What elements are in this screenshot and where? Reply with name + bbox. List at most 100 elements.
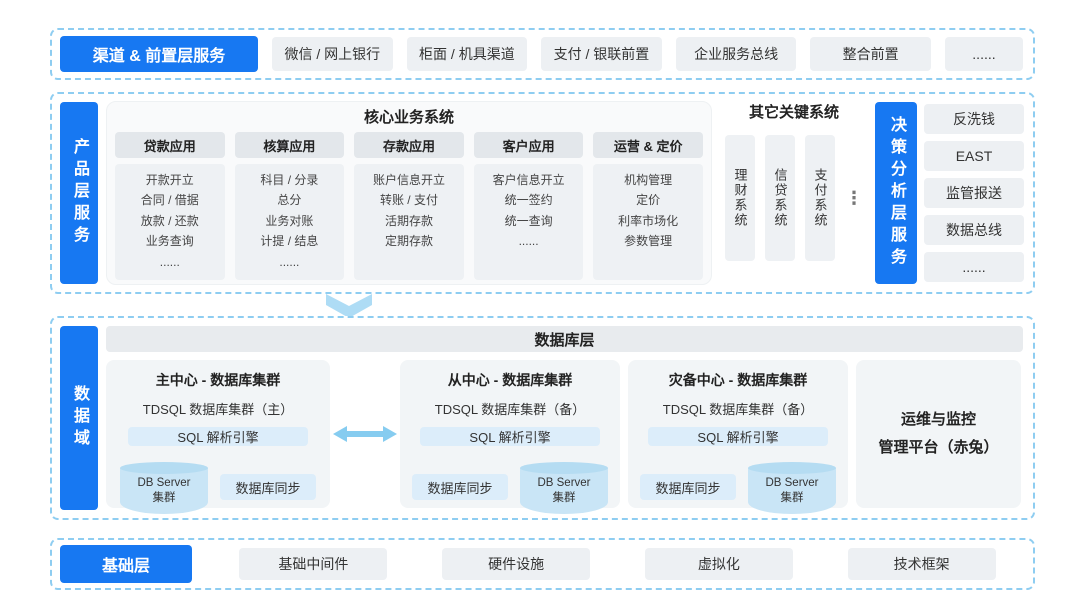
core-column-customer: 客户应用 客户信息开立 统一签约 统一查询 ......	[473, 132, 584, 280]
channel-item-payment: 支付 / 银联前置	[541, 37, 662, 71]
foundation-item-hardware: 硬件设施	[442, 548, 591, 580]
cluster-title: 从中心 - 数据库集群	[447, 372, 573, 388]
column-line: 转账 / 支付	[379, 193, 438, 208]
db-server-label: DB Server	[137, 477, 191, 490]
column-line: 业务对账	[265, 213, 314, 228]
database-clusters: 主中心 - 数据库集群 TDSQL 数据库集群（主） SQL 解析引擎 DB S…	[106, 360, 1023, 514]
decision-item-aml: 反洗钱	[924, 104, 1024, 134]
cluster-bottom-row: DB Server 集群 数据库同步	[120, 460, 316, 514]
column-line: 客户信息开立	[492, 173, 565, 187]
other-system-credit: 信贷系统	[765, 135, 795, 261]
column-line: 利率市场化	[618, 213, 679, 228]
cluster-title: 主中心 - 数据库集群	[155, 372, 281, 388]
channel-items: 微信 / 网上银行 柜面 / 机具渠道 支付 / 银联前置 企业服务总线 整合前…	[272, 37, 1023, 71]
column-body: 客户信息开立 统一签约 统一查询 ......	[473, 164, 584, 280]
column-line: 定价	[636, 193, 661, 208]
db-sync-box: 数据库同步	[640, 474, 736, 500]
column-body: 开款开立 合同 / 借据 放款 / 还款 业务查询 ......	[115, 164, 225, 280]
foundation-layer-label: 基础层	[60, 545, 192, 583]
product-layer-section: 产品层服务 核心业务系统 贷款应用 开款开立 合同 / 借据 放款 / 还款 业…	[50, 92, 1035, 294]
secondary-cluster: 从中心 - 数据库集群 TDSQL 数据库集群（备） SQL 解析引擎 数据库同…	[400, 360, 620, 514]
foundation-layer-section: 基础层 基础中间件 硬件设施 虚拟化 技术框架	[50, 538, 1035, 590]
other-system-payment: 支付系统	[805, 135, 835, 261]
db-sync-box: 数据库同步	[220, 474, 316, 500]
column-header: 贷款应用	[115, 132, 225, 158]
column-line: 活期存款	[384, 213, 433, 228]
cluster-bottom-row: 数据库同步 DB Server 集群	[640, 460, 836, 514]
column-line: ......	[279, 254, 300, 269]
channel-item-more: ......	[944, 37, 1023, 71]
ops-platform-line1: 运维与监控	[900, 410, 976, 428]
cluster-title: 灾备中心 - 数据库集群	[668, 372, 808, 388]
decision-item-more: ......	[924, 252, 1024, 282]
sql-engine-box: SQL 解析引擎	[420, 427, 600, 446]
column-line: ......	[159, 254, 180, 269]
column-line: 机构管理	[624, 173, 673, 187]
db-server-label2: 集群	[152, 492, 176, 504]
other-system-wealth: 理财系统	[725, 135, 755, 261]
double-arrow-icon	[333, 426, 397, 442]
product-layer-label: 产品层服务	[60, 102, 98, 284]
other-key-systems-group: 其它关键系统 理财系统 信贷系统 支付系统 ⋮	[718, 101, 870, 285]
db-server-cylinder-icon: DB Server 集群	[520, 462, 608, 514]
decision-item-east: EAST	[924, 141, 1024, 171]
foundation-items: 基础中间件 硬件设施 虚拟化 技术框架	[212, 548, 1023, 580]
disaster-recovery-cluster: 灾备中心 - 数据库集群 TDSQL 数据库集群（备） SQL 解析引擎 数据库…	[628, 360, 848, 514]
cluster-subtitle: TDSQL 数据库集群（备）	[662, 402, 814, 417]
db-server-cylinder-icon: DB Server 集群	[748, 462, 836, 514]
down-arrow-icon	[326, 294, 372, 318]
decision-items: 反洗钱 EAST 监管报送 数据总线 ......	[924, 104, 1024, 282]
cluster-subtitle: TDSQL 数据库集群（主）	[142, 402, 294, 417]
core-business-group: 核心业务系统 贷款应用 开款开立 合同 / 借据 放款 / 还款 业务查询 ..…	[106, 101, 712, 285]
foundation-item-middleware: 基础中间件	[239, 548, 388, 580]
core-column-deposit: 存款应用 账户信息开立 转账 / 支付 活期存款 定期存款	[354, 132, 464, 280]
foundation-item-virtualization: 虚拟化	[644, 548, 793, 580]
channel-item-esb: 企业服务总线	[675, 37, 797, 71]
data-domain-label: 数据域	[60, 326, 98, 510]
database-layer-header: 数据库层	[106, 326, 1023, 352]
column-line: 合同 / 借据	[140, 193, 199, 208]
column-header: 存款应用	[354, 132, 464, 158]
core-columns: 贷款应用 开款开立 合同 / 借据 放款 / 还款 业务查询 ...... 核算…	[115, 132, 703, 280]
vertical-ellipsis-icon: ⋮	[845, 187, 863, 208]
column-line: 参数管理	[624, 234, 673, 249]
column-header: 核算应用	[234, 132, 345, 158]
column-line: 开款开立	[145, 173, 194, 187]
column-line: 统一查询	[504, 213, 553, 228]
decision-item-databus: 数据总线	[924, 215, 1024, 245]
cluster-subtitle: TDSQL 数据库集群（备）	[434, 402, 586, 417]
sql-engine-box: SQL 解析引擎	[648, 427, 828, 446]
db-server-label2: 集群	[780, 492, 804, 504]
core-business-title: 核心业务系统	[363, 109, 454, 126]
column-line: 放款 / 还款	[140, 213, 199, 228]
channel-item-counter: 柜面 / 机具渠道	[406, 37, 528, 71]
cluster-bottom-row: 数据库同步 DB Server 集群	[412, 460, 608, 514]
other-systems-pills: 理财系统 信贷系统 支付系统 ⋮	[718, 135, 870, 261]
db-server-cylinder-icon: DB Server 集群	[120, 462, 208, 514]
db-sync-box: 数据库同步	[412, 474, 508, 500]
decision-item-regulatory: 监管报送	[924, 178, 1024, 208]
other-systems-title: 其它关键系统	[748, 104, 839, 121]
core-column-loan: 贷款应用 开款开立 合同 / 借据 放款 / 还款 业务查询 ......	[115, 132, 225, 280]
column-header: 运营 & 定价	[593, 132, 703, 158]
column-line: 账户信息开立	[372, 173, 445, 187]
column-line: 总分	[277, 193, 302, 208]
column-line: 科目 / 分录	[260, 173, 319, 187]
column-line: 统一签约	[504, 193, 553, 208]
db-server-label: DB Server	[765, 477, 819, 490]
column-body: 科目 / 分录 总分 业务对账 计提 / 结息 ......	[234, 164, 345, 280]
channel-item-wechat-ebank: 微信 / 网上银行	[272, 37, 393, 71]
decision-layer-label: 决策分析层服务	[875, 102, 917, 284]
core-column-accounting: 核算应用 科目 / 分录 总分 业务对账 计提 / 结息 ......	[234, 132, 345, 280]
db-server-label: DB Server	[537, 477, 591, 490]
foundation-item-framework: 技术框架	[847, 548, 996, 580]
column-line: 业务查询	[145, 234, 194, 249]
column-body: 账户信息开立 转账 / 支付 活期存款 定期存款	[354, 164, 464, 280]
data-domain-section: 数据域 数据库层 主中心 - 数据库集群 TDSQL 数据库集群（主） SQL …	[50, 316, 1035, 520]
column-line: 定期存款	[384, 234, 433, 249]
core-column-operation-pricing: 运营 & 定价 机构管理 定价 利率市场化 参数管理	[593, 132, 703, 280]
column-header: 客户应用	[473, 132, 584, 158]
sql-engine-box: SQL 解析引擎	[128, 427, 308, 446]
ops-platform-line2: 管理平台（赤兔）	[878, 439, 999, 456]
